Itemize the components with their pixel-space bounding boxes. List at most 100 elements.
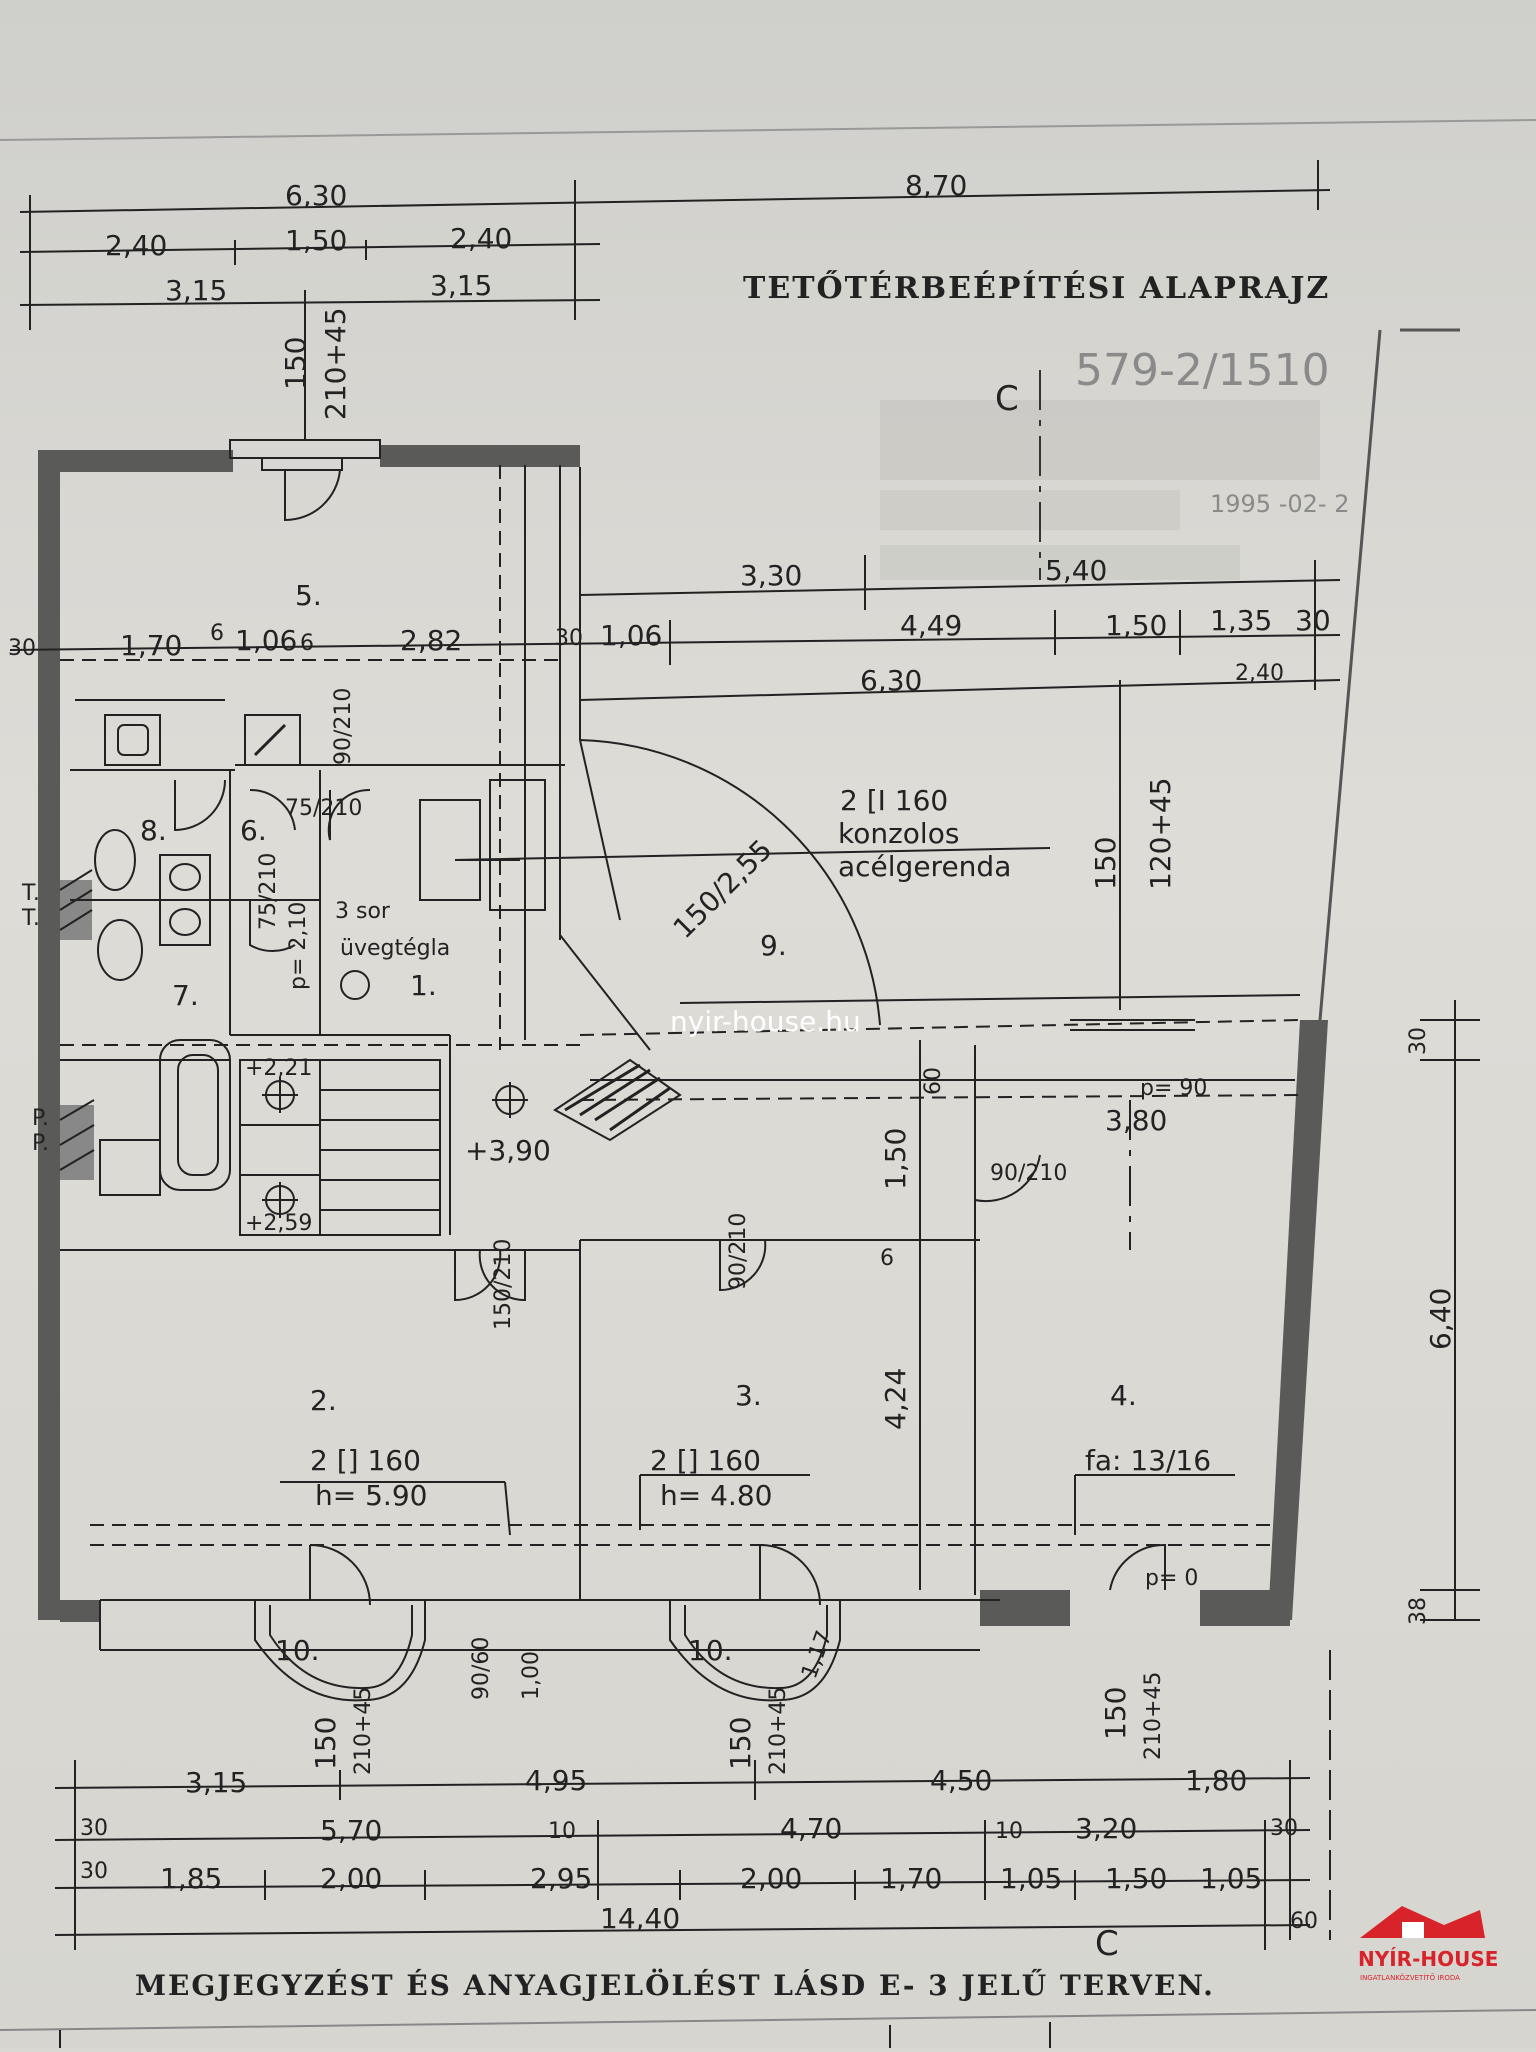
logo-tagline: INGATLANKÖZVETÍTŐ IRODA bbox=[1360, 1973, 1460, 1982]
watermark: nyir-house.hu bbox=[670, 1005, 861, 1038]
dim-right-640: 6,40 bbox=[1424, 1288, 1457, 1350]
dim-bot3-185: 1,85 bbox=[160, 1862, 222, 1895]
dim-bot3-150: 1,50 bbox=[1105, 1862, 1167, 1895]
beam-room3-line1: 2 [] 160 bbox=[650, 1444, 761, 1477]
door-swings bbox=[174, 739, 1166, 1606]
sanitary-fixtures bbox=[94, 714, 546, 1196]
dim-bot3-200b: 2,00 bbox=[740, 1862, 802, 1895]
door-size-3: 75/210 bbox=[256, 853, 281, 930]
dim-bot4-1440: 14,40 bbox=[600, 1902, 680, 1935]
dim-window-small-100: 1,00 bbox=[519, 1651, 544, 1700]
dim-mid-150: 1,50 bbox=[1105, 609, 1167, 642]
door-size-1: 90/210 bbox=[331, 688, 356, 765]
beam-room3-line2: h= 4.80 bbox=[660, 1479, 772, 1512]
dim-bot1-180: 1,80 bbox=[1185, 1764, 1247, 1797]
beam-main-line2: konzolos bbox=[838, 817, 959, 850]
dim-bot2-30a: 30 bbox=[80, 1816, 108, 1841]
room-label-6: 6. bbox=[240, 814, 267, 847]
dim-bot2-30b: 30 bbox=[1270, 1816, 1298, 1841]
dim-row5-106a: 1,06 bbox=[235, 624, 297, 657]
dim-bot1-495: 4,95 bbox=[525, 1764, 587, 1797]
dim-mid-330: 3,30 bbox=[740, 559, 802, 592]
dim-bot3-170: 1,70 bbox=[880, 1862, 942, 1895]
section-marker-top: C bbox=[995, 379, 1019, 419]
dim-top-630: 6,30 bbox=[285, 179, 347, 212]
top-dimension-chains bbox=[19, 160, 1331, 440]
dim-middle-150: 1,50 bbox=[879, 1128, 912, 1190]
door-size-2: 75/210 bbox=[285, 796, 362, 821]
dim-win-bot-21045c: 210+45 bbox=[1141, 1672, 1166, 1760]
room-label-7: 7. bbox=[172, 979, 199, 1012]
door-size-5: 90/210 bbox=[726, 1213, 751, 1290]
dim-middle-60: 60 bbox=[921, 1067, 946, 1095]
chimney-blocks bbox=[59, 869, 95, 1180]
dim-right-12045: 120+45 bbox=[1144, 777, 1177, 890]
tt-label-1: T. bbox=[21, 881, 40, 906]
dim-right-150: 150 bbox=[1089, 837, 1122, 890]
dim-bot2-320: 3,20 bbox=[1075, 1812, 1137, 1845]
dim-bot1-450: 4,50 bbox=[930, 1764, 992, 1797]
beam-room2-line2: h= 5.90 bbox=[315, 1479, 427, 1512]
beam-main-line3: acélgerenda bbox=[838, 850, 1011, 883]
room-label-10a: 10. bbox=[275, 1634, 320, 1667]
dim-win-bot-21045a: 210+45 bbox=[351, 1687, 376, 1775]
dim-row5-6a: 6 bbox=[210, 621, 224, 646]
level-221: +2,21 bbox=[245, 1056, 312, 1081]
door-size-4: 150/210 bbox=[491, 1239, 516, 1330]
stamp-date: 1995 -02- 2 bbox=[1210, 490, 1349, 518]
dim-window-small-9060: 90/60 bbox=[469, 1637, 494, 1700]
dim-win-top-150: 150 bbox=[279, 337, 312, 390]
interior-walls bbox=[60, 465, 1331, 1940]
pp-label-2: P. bbox=[32, 1131, 49, 1156]
parapet-210: p= 2,10 bbox=[286, 902, 311, 990]
dim-row5-282: 2,82 bbox=[400, 624, 462, 657]
plan-title: TETŐTÉRBEÉPÍTÉSI ALAPRAJZ bbox=[743, 270, 1330, 306]
dim-mid-540: 5,40 bbox=[1045, 554, 1107, 587]
level-259: +2,59 bbox=[245, 1211, 312, 1236]
dim-middle-6: 6 bbox=[880, 1246, 894, 1271]
dim-bot3-30: 30 bbox=[80, 1859, 108, 1884]
bottom-dimension-chains bbox=[54, 1760, 1311, 1950]
beam-room2-line1: 2 [] 160 bbox=[310, 1444, 421, 1477]
section-marker-bottom: C bbox=[1095, 1924, 1119, 1964]
room-label-2: 2. bbox=[310, 1384, 337, 1417]
wood-section: fa: 13/16 bbox=[1085, 1444, 1211, 1477]
dim-bot2-470: 4,70 bbox=[780, 1812, 842, 1845]
dim-top3-315b: 3,15 bbox=[430, 269, 492, 302]
dim-bot3-105b: 1,05 bbox=[1200, 1862, 1262, 1895]
dim-mid-630: 6,30 bbox=[860, 664, 922, 697]
dim-bot4-60: 60 bbox=[1290, 1909, 1318, 1934]
pp-label-1: P. bbox=[32, 1106, 49, 1131]
dim-row5-30b: 30 bbox=[555, 626, 583, 651]
dim-top2-150: 1,50 bbox=[285, 224, 347, 257]
logo-name: NYÍR-HOUSE bbox=[1358, 1947, 1498, 1971]
dim-mid-449: 4,49 bbox=[900, 609, 962, 642]
dim-bot3-295: 2,95 bbox=[530, 1862, 592, 1895]
dim-top2-240b: 2,40 bbox=[450, 222, 512, 255]
dim-bot3-200a: 2,00 bbox=[320, 1862, 382, 1895]
dim-row5-30a: 30 bbox=[8, 636, 36, 661]
stamp-number: 579-2/1510 bbox=[1075, 345, 1330, 396]
dim-bay-117: 1,17 bbox=[797, 1627, 837, 1682]
nyir-house-logo: NYÍR-HOUSE INGATLANKÖZVETÍTŐ IRODA bbox=[1358, 1906, 1498, 1982]
dim-room3-head: 3,80 bbox=[1105, 1104, 1167, 1137]
parapet-90: p= 90 bbox=[1140, 1076, 1207, 1101]
room-label-10b: 10. bbox=[688, 1634, 733, 1667]
tt-label-2: T. bbox=[21, 906, 40, 931]
approval-stamp: 579-2/1510 1995 -02- 2 bbox=[880, 345, 1349, 580]
glass-block-line1: 3 sor bbox=[335, 899, 391, 924]
dim-win-bot-150c: 150 bbox=[1099, 1687, 1132, 1740]
dim-bot1-315: 3,15 bbox=[185, 1766, 247, 1799]
dim-top2-240a: 2,40 bbox=[105, 229, 167, 262]
top-window bbox=[229, 439, 381, 522]
dim-right-30: 30 bbox=[1406, 1027, 1431, 1055]
room-label-8: 8. bbox=[140, 814, 167, 847]
bay-windows bbox=[254, 1600, 841, 1702]
beam-main-line1: 2 [I 160 bbox=[840, 784, 948, 817]
dim-bot2-10a: 10 bbox=[548, 1819, 576, 1844]
footer-note: MEGJEGYZÉST ÉS ANYAGJELÖLÉST LÁSD E- 3 J… bbox=[135, 1968, 1215, 2002]
dim-right-38: 38 bbox=[1406, 1597, 1431, 1625]
dim-top-870: 8,70 bbox=[905, 169, 967, 202]
